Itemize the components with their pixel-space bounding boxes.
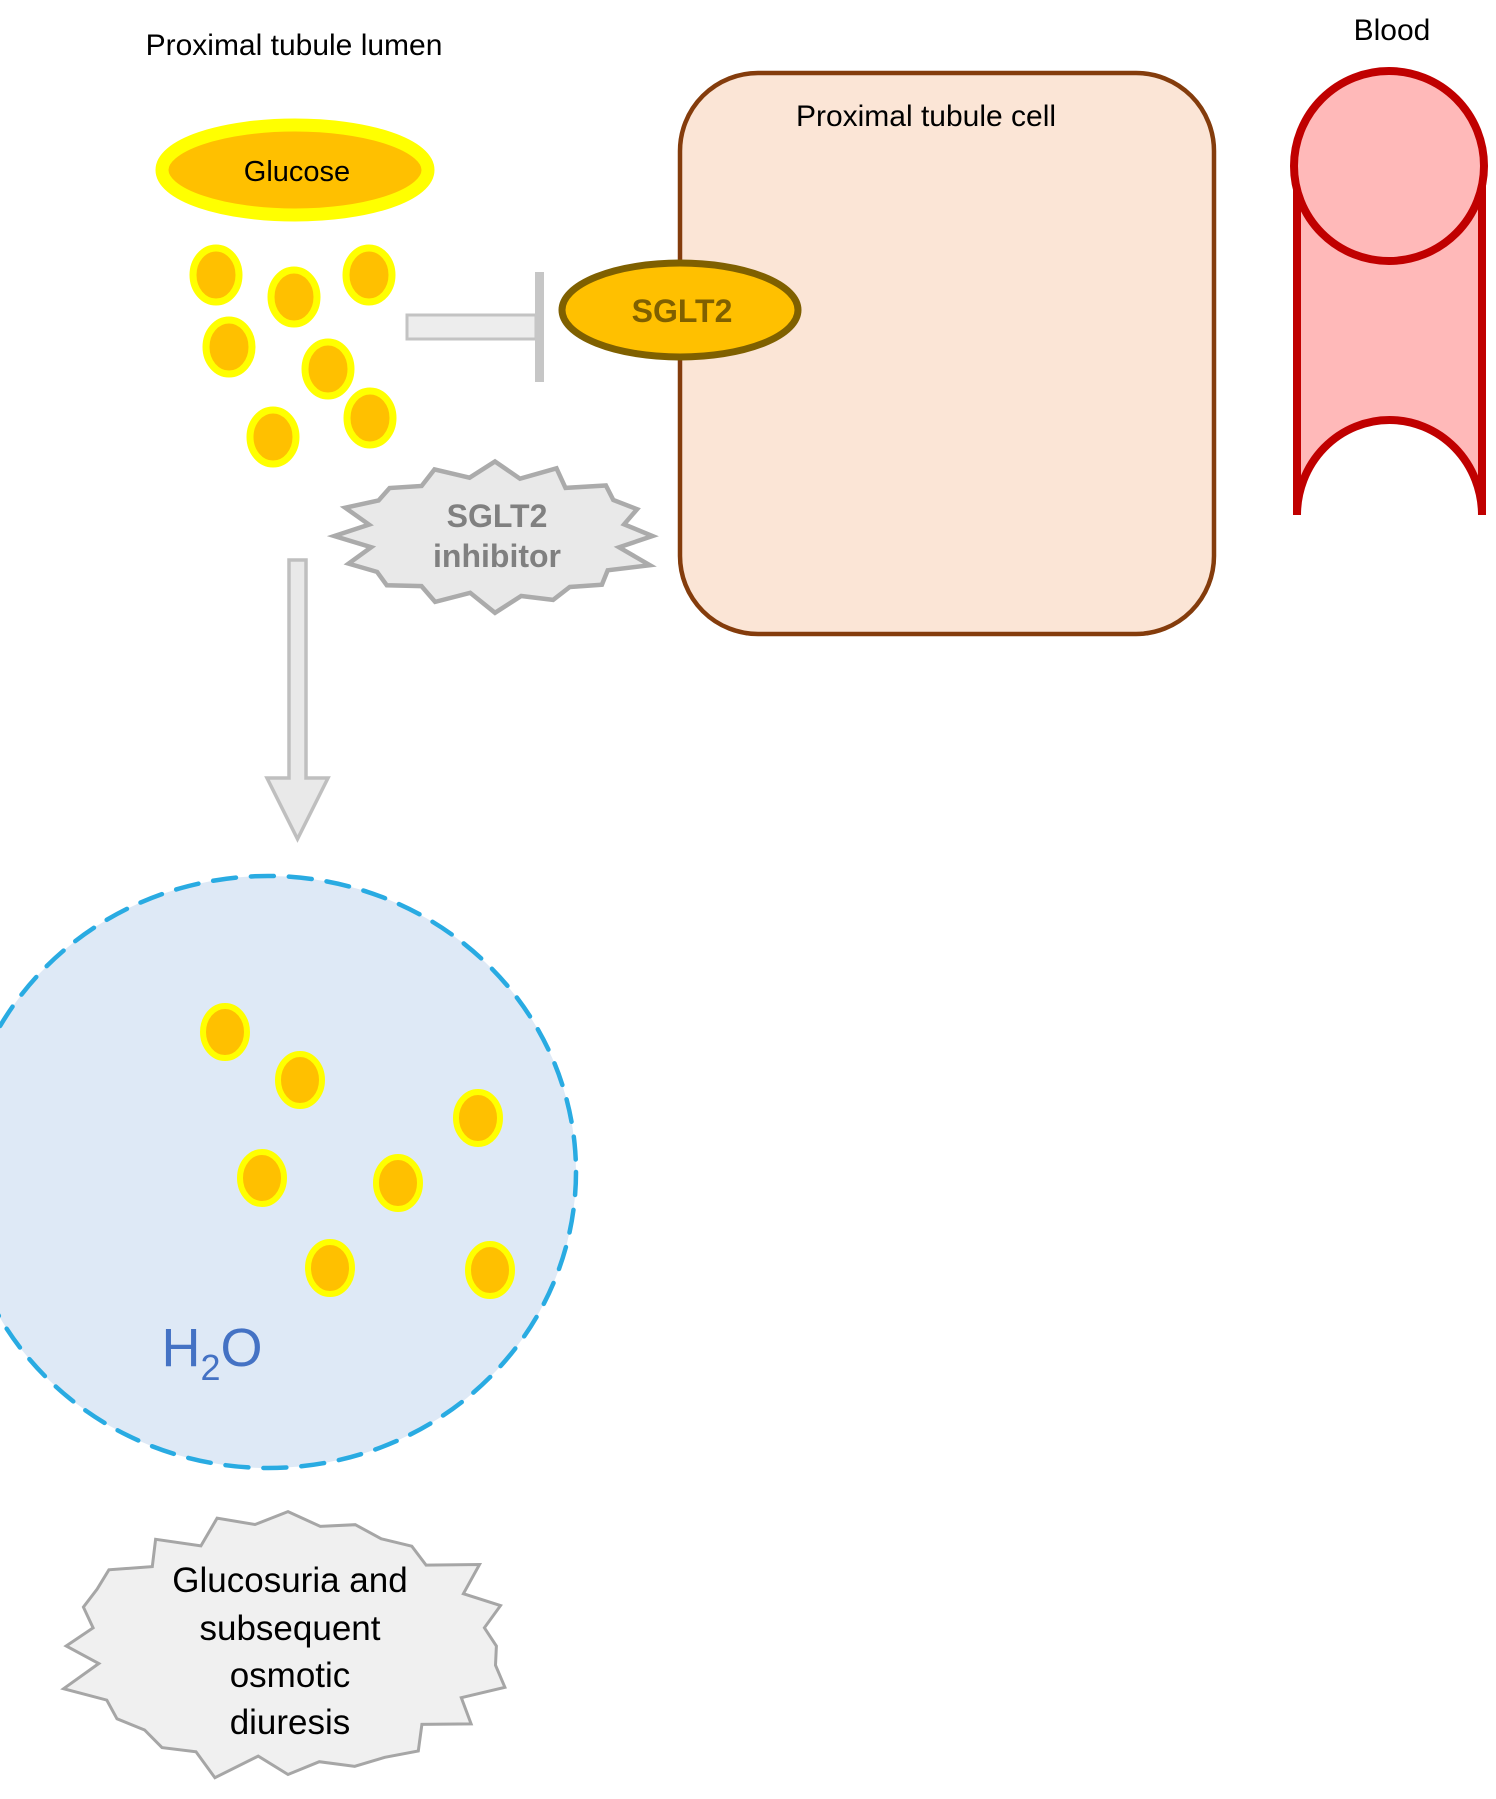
glucose-dot <box>275 1051 325 1109</box>
glucose-dot <box>189 244 243 306</box>
glucose-ellipse <box>155 118 435 222</box>
h2o-h: H <box>161 1318 200 1378</box>
glucose-dot <box>202 316 256 378</box>
water-circle <box>0 873 579 1471</box>
sglt2-inhibitor-burst <box>326 458 659 616</box>
outcome-label-line4: diuresis <box>230 1703 351 1742</box>
flow-down-arrow <box>264 558 331 843</box>
sglt2-inhibitor-label-line1: SGLT2 <box>447 498 548 534</box>
glucose-label: Glucose <box>244 156 350 188</box>
glucose-dot <box>200 1003 250 1061</box>
glucose-dots-lumen <box>189 244 397 468</box>
h2o-o: O <box>221 1318 263 1378</box>
glucose-dots-urine <box>200 1003 515 1299</box>
h2o-subscript: 2 <box>200 1347 220 1388</box>
inhibition-tbar-stop <box>535 272 544 382</box>
inhibition-tbar-shaft <box>405 313 538 341</box>
blood-label: Blood <box>1354 14 1431 47</box>
outcome-label-line1: Glucosuria and <box>172 1561 407 1600</box>
proximal-tubule-cell-label: Proximal tubule cell <box>796 100 1056 133</box>
blood-vessel-top-circle <box>1290 67 1488 265</box>
glucose-dot <box>267 266 321 328</box>
glucose-dot <box>237 1149 287 1207</box>
glucose-dot <box>246 406 300 468</box>
sglt2-transporter-label: SGLT2 <box>632 293 733 329</box>
sglt2-transporter-shape <box>558 259 802 361</box>
h2o-label: H2O <box>161 1318 262 1388</box>
glucose-dot <box>305 1239 355 1297</box>
outcome-burst <box>60 1509 507 1780</box>
glucose-dot <box>343 387 397 449</box>
proximal-tubule-cell-shape <box>677 70 1217 637</box>
glucose-dot <box>453 1089 503 1147</box>
outcome-label-line3: osmotic <box>230 1656 351 1695</box>
outcome-label-line2: subsequent <box>200 1609 381 1648</box>
glucose-dot <box>465 1241 515 1299</box>
glucose-dot <box>301 338 355 400</box>
sglt2-inhibitor-label-line2: inhibitor <box>433 538 561 574</box>
glucose-dot <box>373 1154 423 1212</box>
glucose-dot <box>342 244 396 306</box>
proximal-tubule-lumen-label: Proximal tubule lumen <box>146 29 443 62</box>
